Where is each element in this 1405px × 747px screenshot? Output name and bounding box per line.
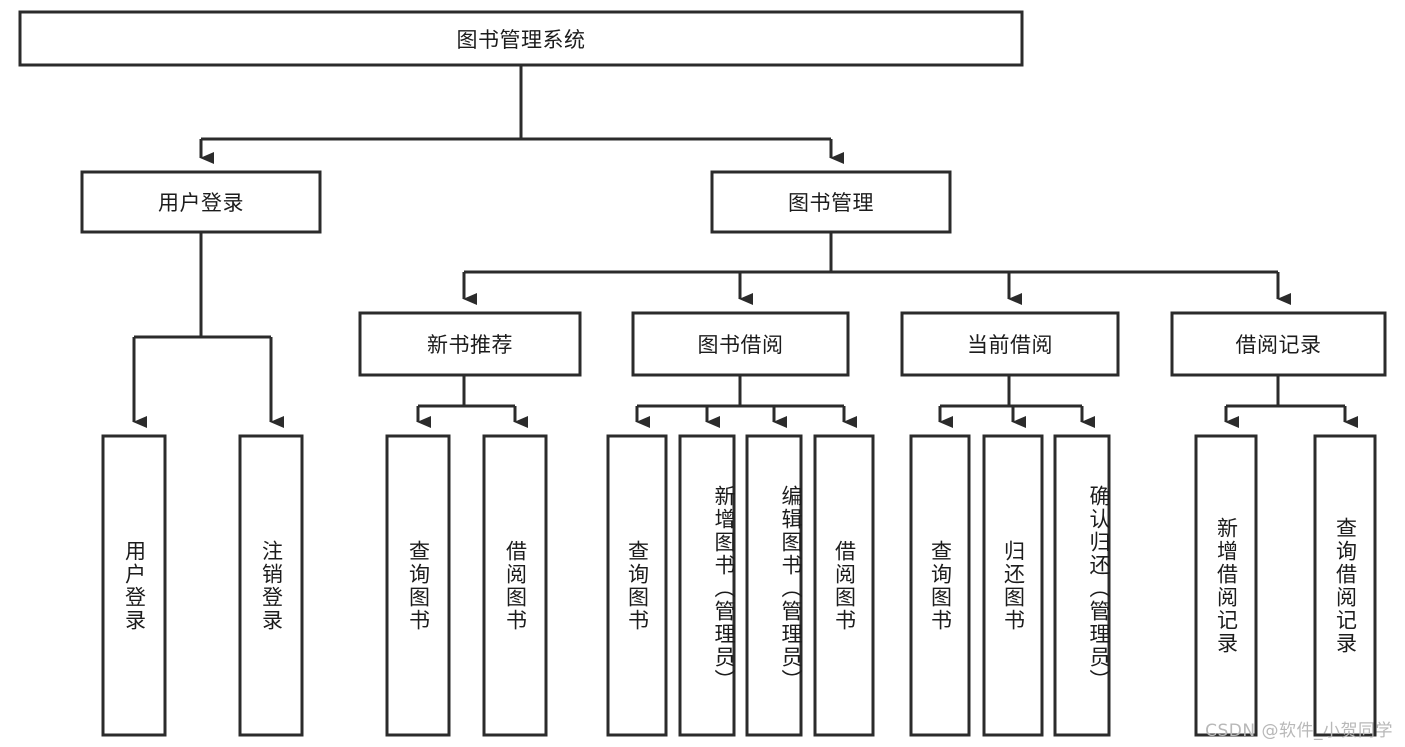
watermark-text: CSDN @软件_小贺同学 xyxy=(1205,721,1393,741)
node-box-root[interactable] xyxy=(18,10,1024,67)
leaf-box-6[interactable] xyxy=(745,434,803,737)
node-box-book-management[interactable] xyxy=(710,170,952,234)
node-box-borrow-record[interactable] xyxy=(1170,311,1387,377)
leaf-box-10[interactable] xyxy=(1053,434,1111,737)
leaf-box-8[interactable] xyxy=(909,434,971,737)
node-box-book-borrow[interactable] xyxy=(631,311,850,377)
leaf-box-7[interactable] xyxy=(813,434,875,737)
leaf-box-9[interactable] xyxy=(982,434,1044,737)
node-box-user-login[interactable] xyxy=(80,170,322,234)
leaf-box-5[interactable] xyxy=(678,434,736,737)
leaf-box-3[interactable] xyxy=(482,434,548,737)
leaf-box-11[interactable] xyxy=(1194,434,1258,737)
node-box-current-borrow[interactable] xyxy=(900,311,1120,377)
leaf-box-4[interactable] xyxy=(606,434,668,737)
node-box-new-book-recommend[interactable] xyxy=(358,311,582,377)
leaf-box-2[interactable] xyxy=(385,434,451,737)
leaf-box-12[interactable] xyxy=(1313,434,1377,737)
leaf-box-0[interactable] xyxy=(101,434,167,737)
leaf-box-1[interactable] xyxy=(238,434,304,737)
